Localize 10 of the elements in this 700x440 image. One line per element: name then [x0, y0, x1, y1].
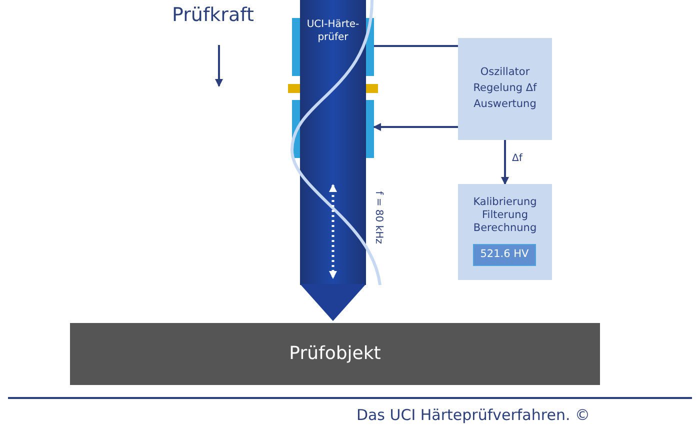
process-box: Oszillator Regelung Δf Auswertung: [458, 38, 552, 140]
force-label: Prüfkraft: [172, 4, 254, 26]
arrow: [373, 123, 458, 131]
arrow: [501, 140, 509, 185]
frequency-label: f = 80 kHz: [372, 191, 384, 244]
test-object: Prüfobjekt: [70, 323, 600, 385]
caption: Das UCI Härteprüfverfahren. ©: [356, 406, 590, 424]
value-display: 521.6 HV: [473, 244, 536, 266]
process-box: Kalibrierung Filterung Berechnung 521.6 HV: [458, 184, 552, 280]
edge-label: Δf: [512, 153, 522, 164]
